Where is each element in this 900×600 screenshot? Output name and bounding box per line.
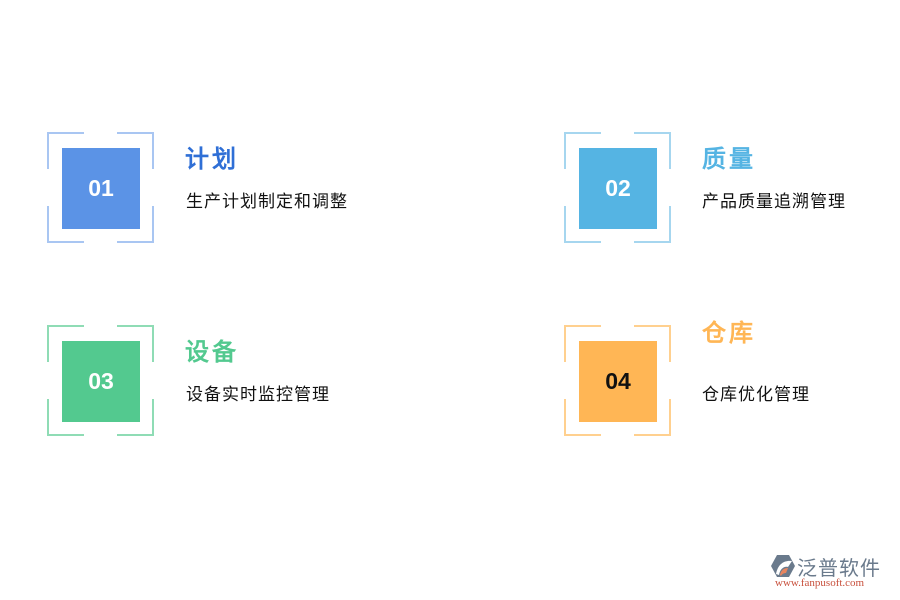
brand-logo: 泛普软件 www.fanpusoft.com [770, 552, 895, 592]
number-badge: 04 [579, 341, 657, 422]
bracket-frame: 02 [564, 132, 671, 243]
item-title: 仓库 [702, 319, 756, 347]
number-label: 03 [88, 368, 114, 394]
number-label: 01 [88, 175, 114, 201]
number-badge: 01 [62, 148, 140, 229]
number-badge: 03 [62, 341, 140, 422]
number-label: 02 [605, 175, 631, 201]
item-description: 设备实时监控管理 [186, 385, 330, 405]
number-label: 04 [605, 368, 631, 394]
item-description: 仓库优化管理 [702, 385, 810, 405]
brand-name: 泛普软件 [797, 556, 881, 580]
bracket-frame: 01 [47, 132, 154, 243]
bracket-frame: 03 [47, 325, 154, 436]
item-description: 产品质量追溯管理 [702, 192, 846, 212]
bracket-frame: 04 [564, 325, 671, 436]
brand-url: www.fanpusoft.com [775, 577, 865, 589]
fanpu-logo-icon [771, 555, 795, 577]
number-badge: 02 [579, 148, 657, 229]
item-title: 质量 [702, 145, 756, 173]
item-description: 生产计划制定和调整 [186, 192, 348, 212]
item-title: 计划 [185, 145, 239, 173]
item-title: 设备 [185, 338, 239, 366]
